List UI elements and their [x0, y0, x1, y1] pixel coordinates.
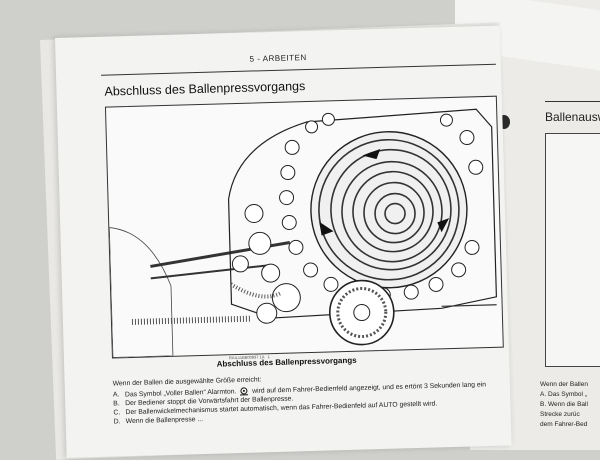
list-marker: B.: [113, 400, 120, 408]
list-item: A. Das Symbol „Voller Ballen“ Alarmton. …: [113, 379, 513, 399]
list-marker: D.: [113, 418, 121, 426]
bale-ramp: [441, 304, 497, 307]
right-page-item: B. Wenn die Ball: [540, 401, 588, 408]
manual-page: 5 - ARBEITEN Abschluss des Ballenpressvo…: [55, 25, 514, 458]
rotation-arrows: [319, 148, 450, 236]
full-bale-alarm-icon: [238, 387, 250, 396]
body-text: Wenn der Ballen die ausgewählte Größe er…: [113, 368, 514, 426]
windrow: [131, 315, 252, 325]
bale-chamber: [310, 131, 468, 289]
baler-housing: [227, 108, 498, 319]
right-page-rule: [545, 101, 600, 102]
drawbar-lower: [150, 264, 271, 280]
right-page-intro: Wenn der Ballen: [540, 381, 588, 388]
baler-illustration: [104, 95, 504, 359]
crop-feed: [229, 282, 283, 299]
right-page-item: Strecke zurüc: [540, 411, 580, 418]
right-page-item: A. Das Symbol „: [540, 391, 587, 398]
list-marker: C.: [113, 409, 121, 417]
bale-spiral: [318, 138, 460, 281]
feed-rotors: [231, 204, 301, 324]
baler-drawing: [108, 108, 498, 358]
wheel-hub: [353, 304, 371, 322]
list-text: Das Symbol „Voller Ballen“ Alarmton. wir…: [125, 379, 513, 399]
section-title: Abschluss des Ballenpressvorgangs: [104, 79, 306, 99]
right-page-item: dem Fahrer-Bed: [540, 421, 588, 428]
list-marker: A.: [112, 391, 120, 399]
pickup-wheel-outline: [108, 227, 174, 358]
right-page-text: Wenn der Ballen A. Das Symbol „ B. Wenn …: [540, 380, 600, 430]
right-page-title: Ballenausw: [545, 110, 600, 124]
right-page-figure: [545, 133, 600, 367]
chamber-rollers: [279, 112, 484, 303]
tire-tread: [336, 287, 388, 339]
